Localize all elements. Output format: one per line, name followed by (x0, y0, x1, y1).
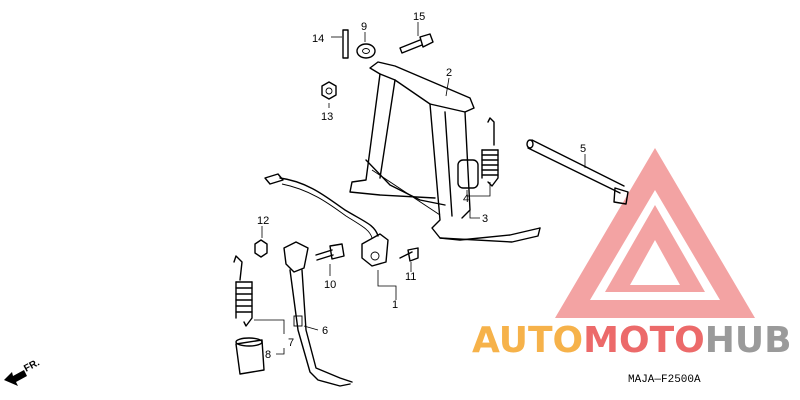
callout-6: 6 (322, 325, 328, 337)
part-4-spring (457, 117, 499, 189)
callout-14: 14 (312, 33, 324, 45)
callout-8: 8 (265, 349, 271, 361)
watermark-prefix: AUTO (472, 320, 583, 361)
callout-11: 11 (405, 271, 416, 283)
watermark-logo-icon (555, 148, 755, 318)
front-direction-arrow-icon (4, 370, 27, 386)
callout-2: 2 (446, 67, 452, 79)
leader-lines (254, 22, 586, 355)
part-2-main-stand (349, 61, 541, 243)
callout-13: 13 (321, 111, 333, 123)
part-8-collar (235, 337, 265, 375)
callout-3: 3 (482, 213, 488, 225)
part-1-side-stand-switch (264, 173, 389, 267)
watermark-middle: MOTO (583, 320, 705, 361)
diagram-code: MAJA—F2500A (628, 374, 701, 386)
part-14-pin (342, 29, 349, 59)
part-12-nut (254, 239, 268, 258)
part-6-side-stand (283, 241, 353, 387)
part-5-shaft (526, 139, 629, 205)
callout-10: 10 (324, 279, 336, 291)
callout-7: 7 (288, 337, 294, 349)
part-11-bolt (399, 247, 419, 262)
callout-15: 15 (413, 11, 425, 23)
callout-5: 5 (580, 143, 586, 155)
part-15-bolt (399, 33, 434, 54)
watermark-suffix: HUB (705, 320, 792, 361)
watermark-text: AUTOMOTOHUB (472, 320, 792, 361)
callout-4: 4 (463, 193, 469, 205)
callout-1: 1 (392, 299, 398, 311)
direction-label: FR. (22, 357, 42, 374)
part-10-bolt (315, 243, 345, 261)
part-13-nut (321, 81, 337, 100)
callout-12: 12 (257, 215, 269, 227)
callout-9: 9 (361, 21, 367, 33)
part-9-washer (356, 43, 376, 59)
part-7-spring (233, 255, 253, 327)
